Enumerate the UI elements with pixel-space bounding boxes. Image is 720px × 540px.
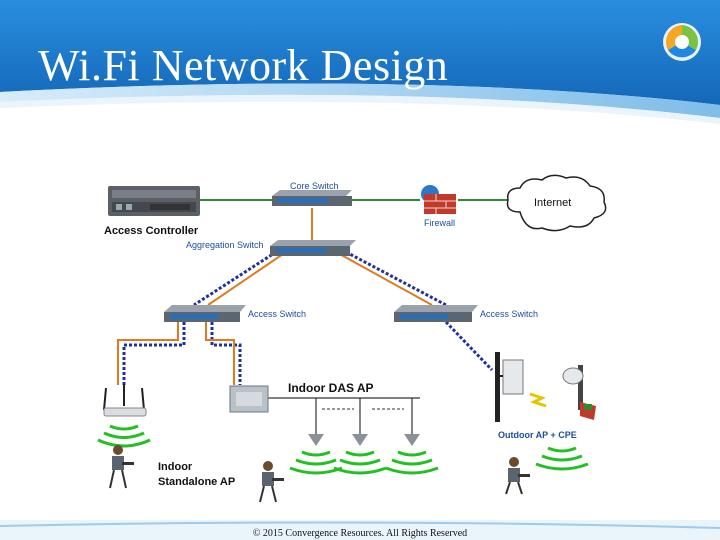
- ceiling-antenna-icon: [308, 434, 420, 446]
- link-agg-right-blue: [345, 250, 447, 307]
- label-indoor-standalone-2: Standalone AP: [158, 476, 235, 488]
- aggregation-switch-device: [270, 240, 356, 256]
- label-indoor-standalone-1: Indoor: [158, 461, 193, 473]
- link-left-to-router-blue: [122, 322, 186, 385]
- label-access-switch-right: Access Switch: [480, 309, 538, 319]
- core-switch-device: [272, 190, 352, 206]
- outdoor-ap-cpe-device: [495, 352, 596, 422]
- label-internet: Internet: [534, 197, 571, 209]
- label-access-switch-left: Access Switch: [248, 309, 306, 319]
- user-laptop-icon: [109, 445, 530, 503]
- access-switch-left-device: [164, 305, 246, 322]
- label-core-switch: Core Switch: [290, 181, 339, 191]
- link-left-to-das-blue: [210, 322, 242, 385]
- access-switch-right-device: [394, 305, 478, 322]
- header-banner: [0, 0, 720, 124]
- footer-copyright: © 2015 Convergence Resources. All Rights…: [252, 528, 468, 539]
- standalone-ap-router: [103, 384, 147, 417]
- link-left-to-router-orange: [117, 322, 179, 385]
- link-agg-left-blue: [193, 250, 277, 307]
- footer-band: [0, 520, 720, 540]
- firewall-brick-icon: [421, 185, 456, 214]
- slide-title: Wi.Fi Network Design: [38, 41, 449, 90]
- cloud-icon: [506, 174, 607, 232]
- das-ap-box: [229, 385, 269, 413]
- convergence-logo-icon: [663, 23, 701, 61]
- label-outdoor-ap-cpe: Outdoor AP + CPE: [498, 430, 577, 440]
- link-agg-left-orange: [207, 251, 287, 306]
- link-right-outdoor-blue: [444, 320, 494, 372]
- label-firewall: Firewall: [424, 218, 455, 228]
- link-agg-right-orange: [335, 251, 433, 306]
- access-controller-device: [108, 186, 200, 216]
- label-indoor-das-ap: Indoor DAS AP: [288, 381, 374, 395]
- label-access-controller: Access Controller: [104, 225, 199, 237]
- label-aggregation-switch: Aggregation Switch: [186, 240, 264, 250]
- link-left-to-das-orange: [205, 322, 235, 385]
- wifi-signal-icon: [97, 424, 589, 475]
